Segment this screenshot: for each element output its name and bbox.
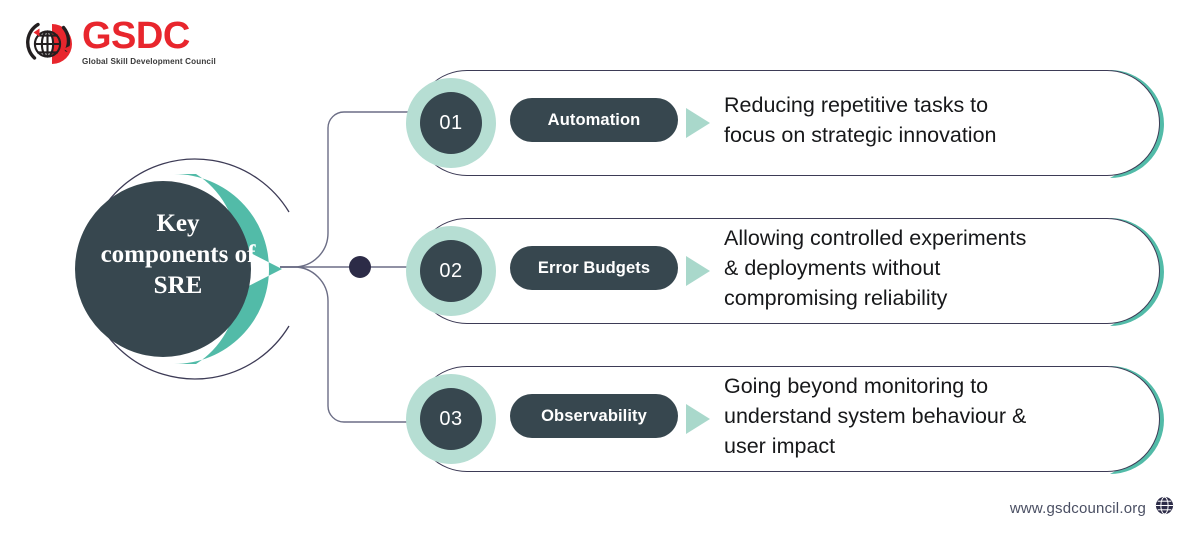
item-label-pill-3[interactable]: Observability <box>510 394 678 438</box>
connector-hub-dot <box>349 256 371 278</box>
item-description-1: Reducing repetitive tasks to focus on st… <box>724 93 997 147</box>
item-label-1: Automation <box>547 110 641 129</box>
item-label-3: Observability <box>541 406 647 425</box>
globe-icon <box>1155 496 1174 520</box>
gsdc-logo: GSDC Global Skill Development Council <box>26 14 246 76</box>
item-row-1: 01 Automation Reducing repetitive tasks … <box>406 70 1174 178</box>
logo-subtitle: Global Skill Development Council <box>82 57 216 66</box>
item-description-2: Allowing controlled experiments & deploy… <box>724 226 1027 310</box>
item-number-2: 02 <box>420 240 482 302</box>
item-label-2: Error Budgets <box>537 258 651 277</box>
hub-graphic <box>75 158 290 380</box>
item-description-3: Going beyond monitoring to understand sy… <box>724 374 1027 458</box>
item-label-pill-2[interactable]: Error Budgets <box>510 246 678 290</box>
item-row-3: 03 Observability Going beyond monitoring… <box>406 366 1174 474</box>
item-card-2[interactable] <box>414 218 1160 324</box>
connector-lines <box>280 60 470 480</box>
hub-node: Key components of SRE <box>46 152 336 386</box>
footer-url[interactable]: www.gsdcouncil.org <box>1009 499 1146 517</box>
item-number-1: 01 <box>420 92 482 154</box>
item-label-pill-1[interactable]: Automation <box>510 98 678 142</box>
item-number-badge-2: 02 <box>406 226 496 316</box>
footer: www.gsdcouncil.org <box>1010 496 1174 520</box>
item-number-badge-1: 01 <box>406 78 496 168</box>
globe-grid-icon <box>26 18 80 70</box>
item-arrow-icon-3 <box>686 404 710 434</box>
hub-title: Key components of SRE <box>100 210 256 299</box>
item-arrow-icon-2 <box>686 256 710 286</box>
logo-wordmark: GSDC Global Skill Development Council <box>82 16 242 67</box>
item-arrow-icon-1 <box>686 108 710 138</box>
item-number-3: 03 <box>420 388 482 450</box>
item-number-badge-3: 03 <box>406 374 496 464</box>
logo-title: GSDC <box>82 15 190 57</box>
item-row-2: 02 Error Budgets Allowing controlled exp… <box>406 218 1174 326</box>
